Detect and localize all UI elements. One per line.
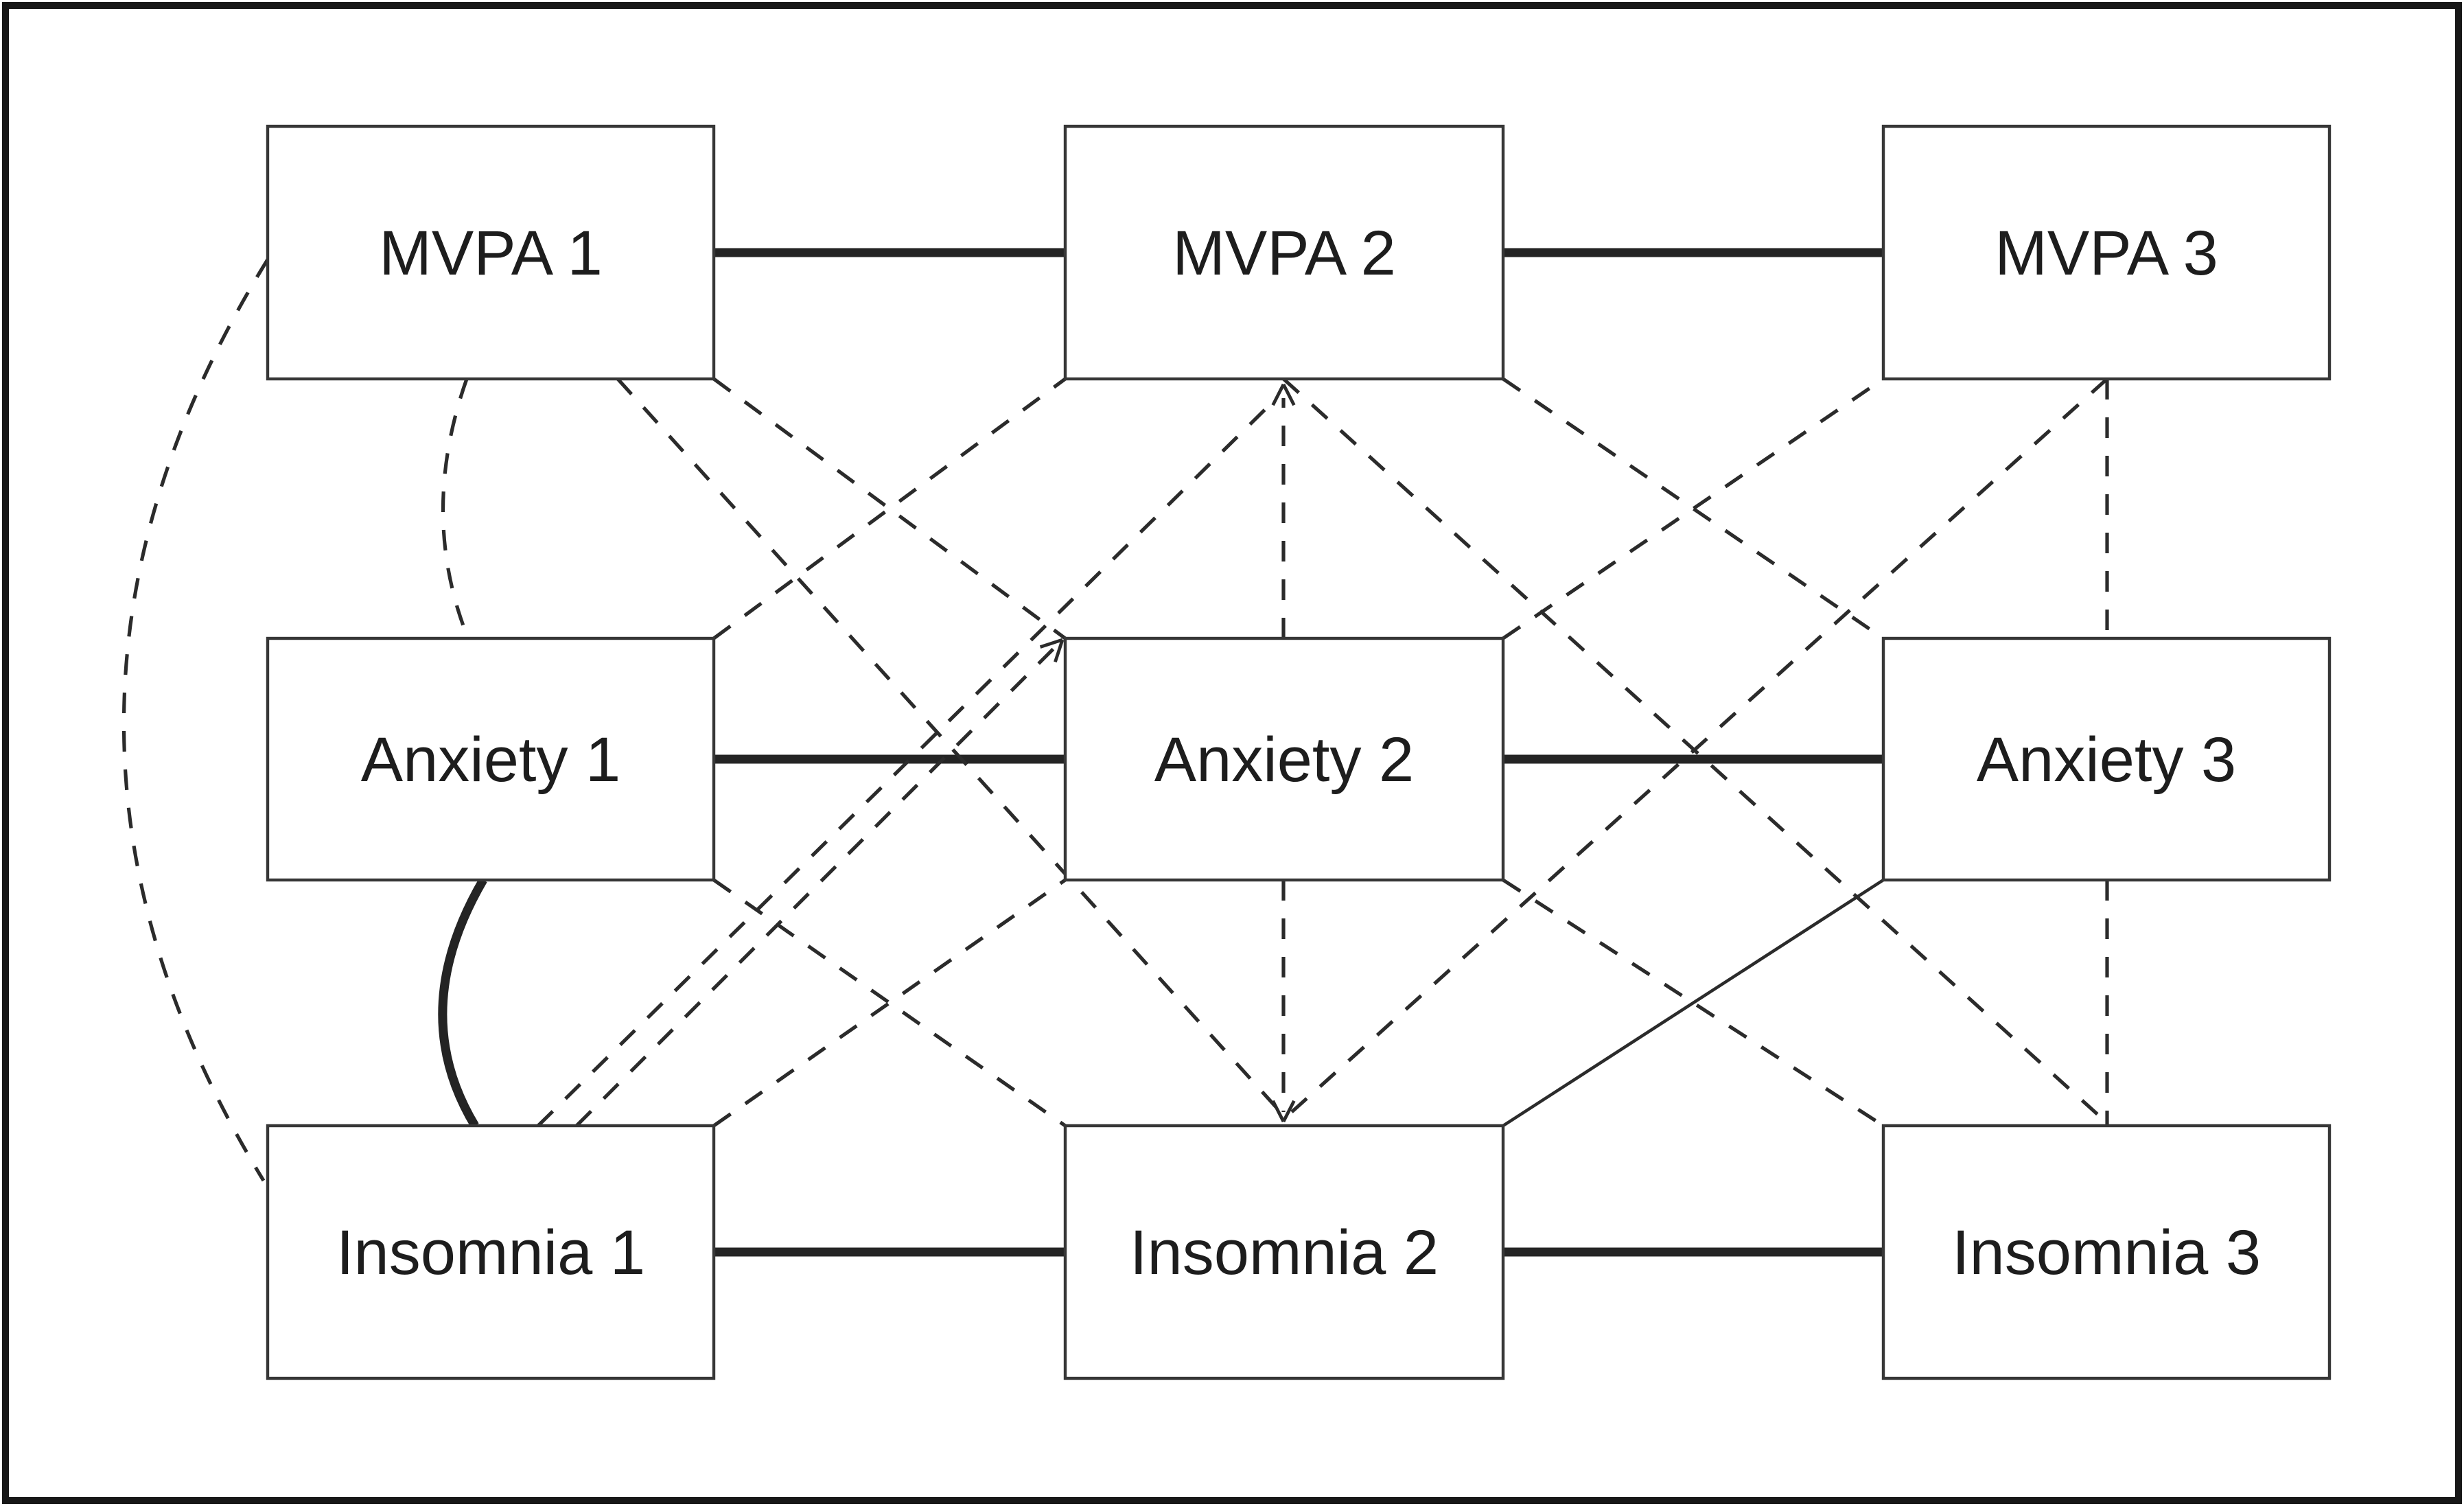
edge-layer	[121, 248, 2109, 1257]
edge-anxiety1-mvpa2-crosslag	[712, 377, 1067, 640]
node-box-mvpa2	[1063, 124, 1505, 381]
node-anxiety1: Anxiety 1	[266, 636, 716, 882]
node-box-anxiety1	[266, 636, 716, 882]
node-layer: MVPA 1 MVPA 2 MVPA 3 Anxiety 1 Anxiety 2 Anxi…	[266, 124, 2332, 1380]
edge-insomnia1-anxiety2-crosslag	[712, 878, 1067, 1128]
node-label-insomnia1: Insomnia 1	[336, 1218, 645, 1288]
edge-anxiety1-insomnia2-crosslag	[712, 878, 1067, 1128]
node-box-mvpa3	[1881, 124, 2332, 381]
node-label-insomnia2: Insomnia 2	[1130, 1218, 1439, 1288]
node-mvpa1: MVPA 1	[266, 124, 716, 381]
edge-mvpa1-anxiety2-crosslag	[712, 377, 1067, 640]
edge-insomnia2-anxiety3-path	[1502, 879, 1885, 1127]
node-label-mvpa1: MVPA 1	[379, 218, 603, 288]
arrowhead-insomnia1-anxiety2-arrow-path	[1039, 638, 1065, 663]
node-label-mvpa3: MVPA 3	[1995, 218, 2218, 288]
edge-mvpa1-insomnia1-covariance	[121, 258, 270, 1182]
node-mvpa3: MVPA 3	[1881, 124, 2332, 381]
node-insomnia2: Insomnia 2	[1063, 1124, 1505, 1380]
edge-anxiety1-insomnia1-covariance	[438, 877, 487, 1128]
node-label-anxiety3: Anxiety 3	[1977, 725, 2236, 795]
node-mvpa2: MVPA 2	[1063, 124, 1505, 381]
node-box-insomnia3	[1881, 1124, 2332, 1380]
edge-mvpa1-insomnia2-path	[616, 378, 1279, 1111]
arrowhead-anxiety2-mvpa2-path	[1271, 383, 1296, 406]
node-anxiety3: Anxiety 3	[1881, 636, 2332, 882]
node-label-mvpa2: MVPA 2	[1172, 218, 1396, 288]
node-label-insomnia3: Insomnia 3	[1952, 1218, 2261, 1288]
node-box-anxiety3	[1881, 636, 2332, 882]
node-box-anxiety2	[1063, 636, 1505, 882]
node-insomnia1: Insomnia 1	[266, 1124, 716, 1380]
node-box-insomnia1	[266, 1124, 716, 1380]
edge-insomnia1-mvpa2-path	[537, 397, 1278, 1127]
node-box-mvpa1	[266, 124, 716, 381]
node-box-insomnia2	[1063, 1124, 1505, 1380]
node-insomnia3: Insomnia 3	[1881, 1124, 2332, 1380]
edge-mvpa3-insomnia2-crosslag	[1290, 378, 2108, 1113]
node-label-anxiety1: Anxiety 1	[361, 725, 620, 795]
node-label-anxiety2: Anxiety 2	[1154, 725, 1414, 795]
edge-mvpa1-anxiety1-covariance	[441, 378, 470, 639]
node-anxiety2: Anxiety 2	[1063, 636, 1505, 882]
